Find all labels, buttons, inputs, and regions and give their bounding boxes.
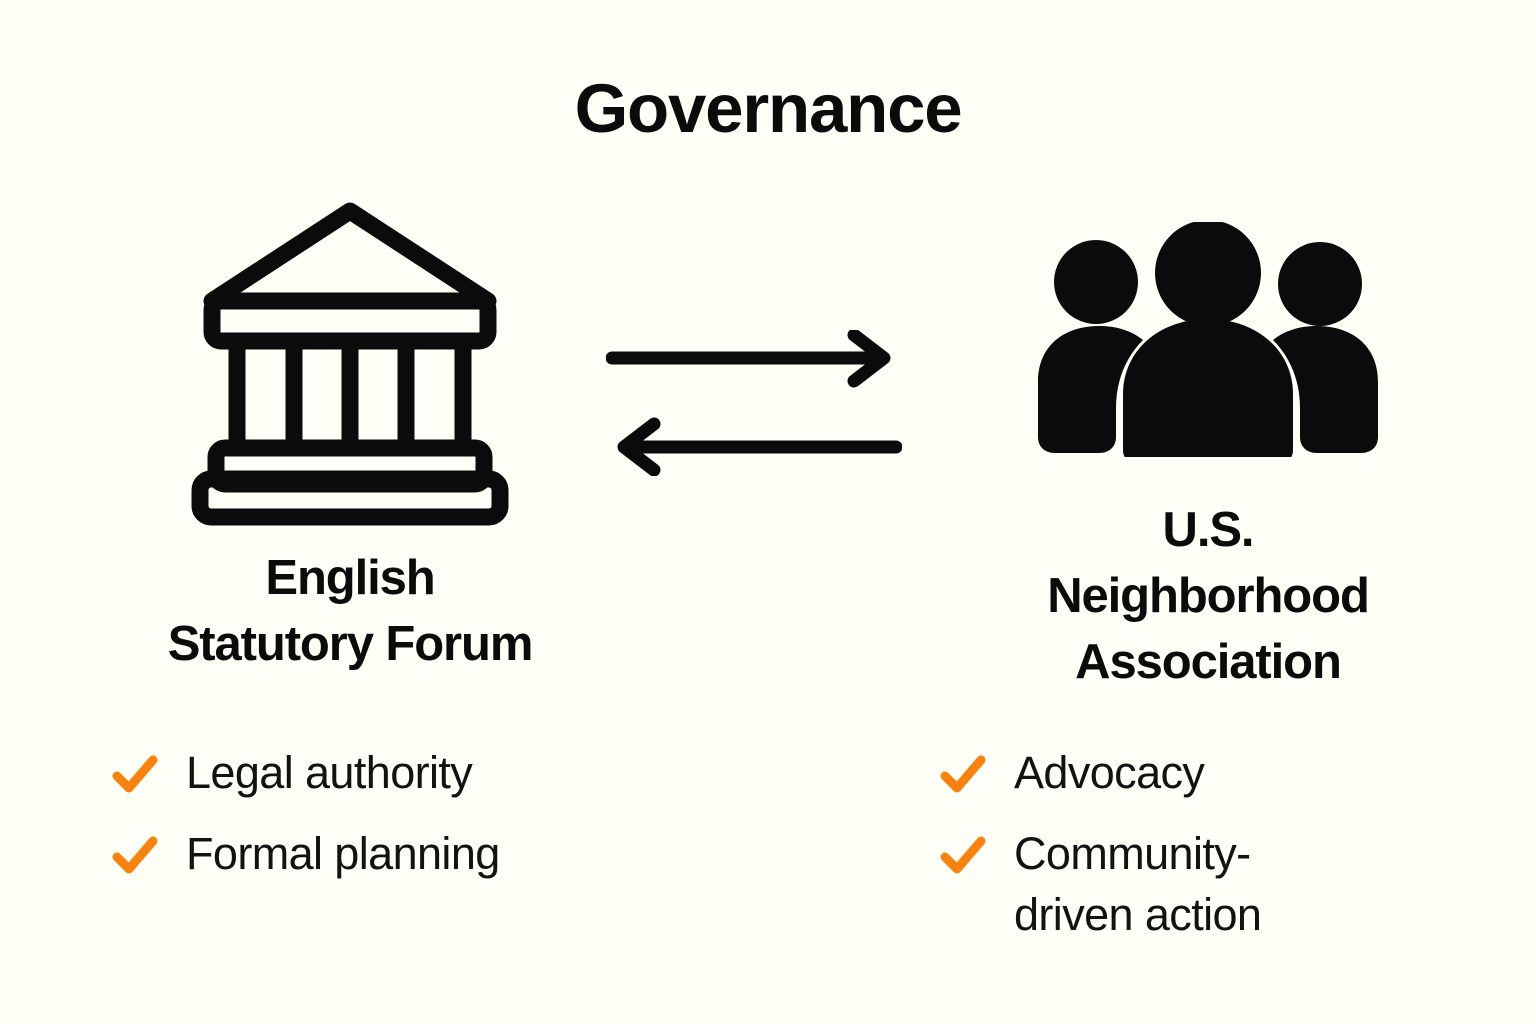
people-group-icon xyxy=(880,222,1536,457)
list-item-label: Formal planning xyxy=(186,828,500,879)
check-icon xyxy=(112,833,158,879)
classical-building-icon xyxy=(0,196,700,526)
page-title: Governance xyxy=(574,70,963,147)
check-icon xyxy=(112,752,158,798)
node-english-statutory-forum: English Statutory Forum xyxy=(0,0,700,1024)
node-label-us-neighborhood-association: U.S. Neighborhood Association xyxy=(1047,503,1370,689)
check-icon xyxy=(940,833,986,879)
arrow-left-icon xyxy=(617,417,902,476)
check-icon xyxy=(940,752,986,798)
list-item: Advocacy xyxy=(940,742,1410,803)
list-item: Community- driven action xyxy=(940,823,1410,945)
list-item-label: Advocacy xyxy=(1014,747,1205,798)
list-item-label: Legal authority xyxy=(186,747,473,798)
node-label-english-statutory-forum: English Statutory Forum xyxy=(167,551,534,671)
list-item: Legal authority xyxy=(112,742,672,803)
bidirectional-arrows xyxy=(606,330,902,476)
list-item-label: Community- driven action xyxy=(1014,828,1262,940)
list-item: Formal planning xyxy=(112,823,672,884)
feature-list-us-neighborhood-association: Advocacy Community- driven action xyxy=(940,742,1410,965)
feature-list-english-statutory-forum: Legal authority Formal planning xyxy=(112,742,672,904)
arrow-right-icon xyxy=(606,330,891,388)
node-us-neighborhood-association: U.S. Neighborhood Association xyxy=(880,0,1536,1024)
